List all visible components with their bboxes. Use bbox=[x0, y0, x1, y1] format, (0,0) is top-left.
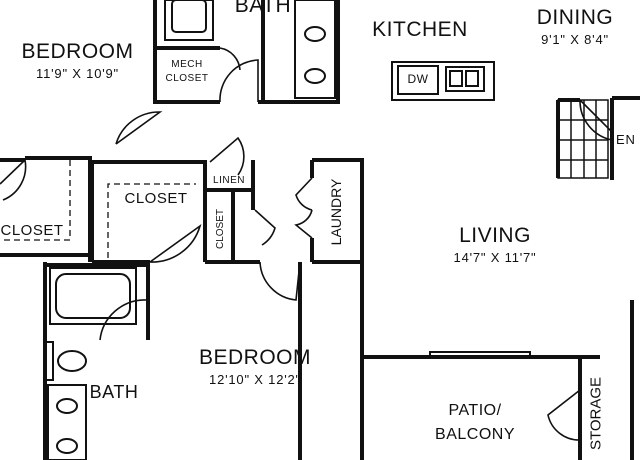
closet-left-label: CLOSET bbox=[0, 222, 64, 239]
mech-closet-label-1: MECH bbox=[171, 59, 203, 70]
dining-dims: 9'1" X 8'4" bbox=[541, 32, 609, 47]
bath-1-label: BATH bbox=[234, 0, 292, 17]
sliding-door bbox=[429, 351, 531, 359]
patio-label-1: PATIO/ bbox=[448, 402, 502, 419]
laundry-label: LAUNDRY bbox=[328, 178, 344, 246]
closet-mid-label: CLOSET bbox=[124, 190, 188, 207]
kitchen-label: KITCHEN bbox=[372, 18, 468, 41]
bathtub-top bbox=[164, 0, 214, 41]
entry-grid bbox=[557, 99, 609, 179]
living-dims: 14'7" X 11'7" bbox=[453, 250, 537, 265]
mech-closet-label-2: CLOSET bbox=[165, 73, 209, 84]
entry-label: EN bbox=[616, 132, 636, 147]
bedroom-2-dims: 12'10" X 12'2" bbox=[209, 372, 301, 387]
vanity-bottom bbox=[47, 384, 87, 460]
kitchen-island bbox=[391, 61, 495, 101]
living-label: LIVING bbox=[459, 224, 531, 247]
linen-label: LINEN bbox=[213, 175, 245, 186]
vanity-top bbox=[294, 0, 336, 99]
dishwasher-label: DW bbox=[407, 72, 429, 86]
storage-label: STORAGE bbox=[587, 376, 605, 451]
patio-label-2: BALCONY bbox=[435, 426, 515, 443]
small-closet-label: CLOSET bbox=[215, 209, 226, 250]
closet-rods bbox=[0, 160, 196, 258]
bathtub-bottom bbox=[49, 267, 137, 325]
bedroom-1-label: BEDROOM bbox=[21, 40, 134, 63]
dining-label: DINING bbox=[536, 6, 614, 29]
toilet bbox=[44, 341, 87, 381]
bedroom-2-label: BEDROOM bbox=[198, 346, 311, 369]
bedroom-1-dims: 11'9" X 10'9" bbox=[36, 66, 119, 81]
bath-2-label: BATH bbox=[89, 382, 139, 402]
